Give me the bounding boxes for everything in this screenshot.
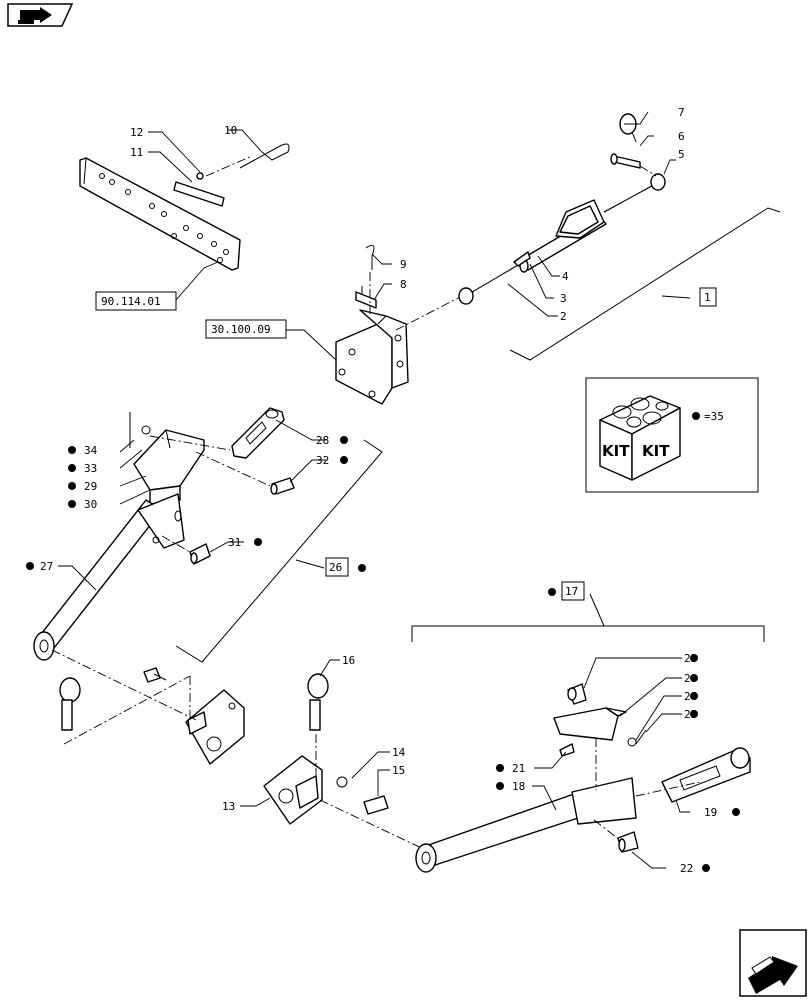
kit-17-bracket: [411, 625, 765, 642]
r-clip-9: [365, 244, 375, 270]
frame-plate: [79, 157, 241, 271]
callout-10: 10: [224, 124, 237, 137]
kit-word-side: KIT: [642, 442, 670, 460]
callout-12: 12: [130, 126, 143, 139]
retaining-clip: [173, 172, 225, 207]
callout-32: 32: [316, 454, 329, 467]
kit-26-box: [325, 557, 349, 577]
anchor-plate-13: [263, 755, 323, 825]
callout-6: 6: [678, 130, 685, 143]
callout-3: 3: [560, 292, 567, 305]
kit-1-bracket: [509, 207, 781, 361]
callout-9: 9: [400, 258, 407, 271]
callout-27: 27: [40, 560, 53, 573]
pin-clip-8: [355, 286, 377, 309]
top-link-assembly: [458, 173, 666, 305]
plate-19: [661, 747, 751, 803]
bracket-20: [553, 707, 627, 741]
bolt-left: [143, 667, 167, 683]
callout-30: 30: [84, 498, 97, 511]
kit-1-box: [699, 287, 717, 307]
callout-13: 13: [222, 800, 235, 813]
callout-8: 8: [400, 278, 407, 291]
callout-14: 14: [392, 746, 406, 759]
callout-15: 15: [392, 764, 405, 777]
pin-32: [270, 477, 295, 495]
next-page-arrow-icon[interactable]: [739, 929, 807, 997]
callout-34: 34: [84, 444, 98, 457]
kit-word-front: KIT: [602, 442, 630, 460]
callout-29: 29: [84, 480, 97, 493]
callout-28: 28: [316, 434, 329, 447]
pin-22: [617, 831, 639, 853]
callout-33: 33: [84, 462, 97, 475]
callout-16: 16: [342, 654, 355, 667]
kit-17-box: [561, 581, 585, 601]
leader-lines: [58, 111, 690, 869]
lower-link-left: [33, 493, 185, 661]
callout-22: 22: [680, 862, 693, 875]
callout-5: 5: [678, 148, 685, 161]
ring-pin-16: [307, 673, 329, 731]
frame-ref-box[interactable]: [95, 291, 177, 311]
ring-pin-7: [619, 113, 637, 143]
callout-21: 21: [512, 762, 525, 775]
bracket-ref-label: 30.100.09: [211, 323, 271, 336]
lower-link-right: [415, 777, 637, 873]
bracket-ref-box[interactable]: [205, 319, 287, 339]
callout-31: 31: [228, 536, 241, 549]
clip-21: [559, 743, 575, 757]
pin-31: [189, 543, 211, 565]
callout-4: 4: [562, 270, 569, 283]
left-plate-28: [231, 407, 285, 459]
kit-17-label: 17: [565, 585, 578, 598]
book-arrow-icon[interactable]: [7, 3, 74, 27]
callout-labels: 1 2 3 4 5 6 7 8 9 10 11 12 13 14 15 16 1…: [40, 106, 717, 875]
mounting-bracket: [335, 309, 409, 405]
callout-18: 18: [512, 780, 525, 793]
callout-19: 19: [704, 806, 717, 819]
frame-ref-label: 90.114.01: [101, 295, 161, 308]
callout-2: 2: [560, 310, 567, 323]
washer-14: [336, 776, 348, 788]
kit-1-label: 1: [704, 291, 711, 304]
pin-23: [567, 683, 587, 705]
kit-member-dots: [26, 436, 740, 872]
callout-7: 7: [678, 106, 685, 119]
kit-26-bracket: [175, 439, 383, 663]
pin-6: [610, 153, 641, 169]
callout-11: 11: [130, 146, 143, 159]
kit-equals-label: =35: [704, 410, 724, 423]
bolt-15: [363, 795, 389, 815]
anchor-plate-left: [185, 689, 245, 765]
ring-pin-left: [59, 677, 81, 731]
kit-legend-box: KIT KIT =35: [585, 377, 759, 493]
kit-26-label: 26: [329, 561, 342, 574]
hook-pin: [239, 143, 290, 169]
